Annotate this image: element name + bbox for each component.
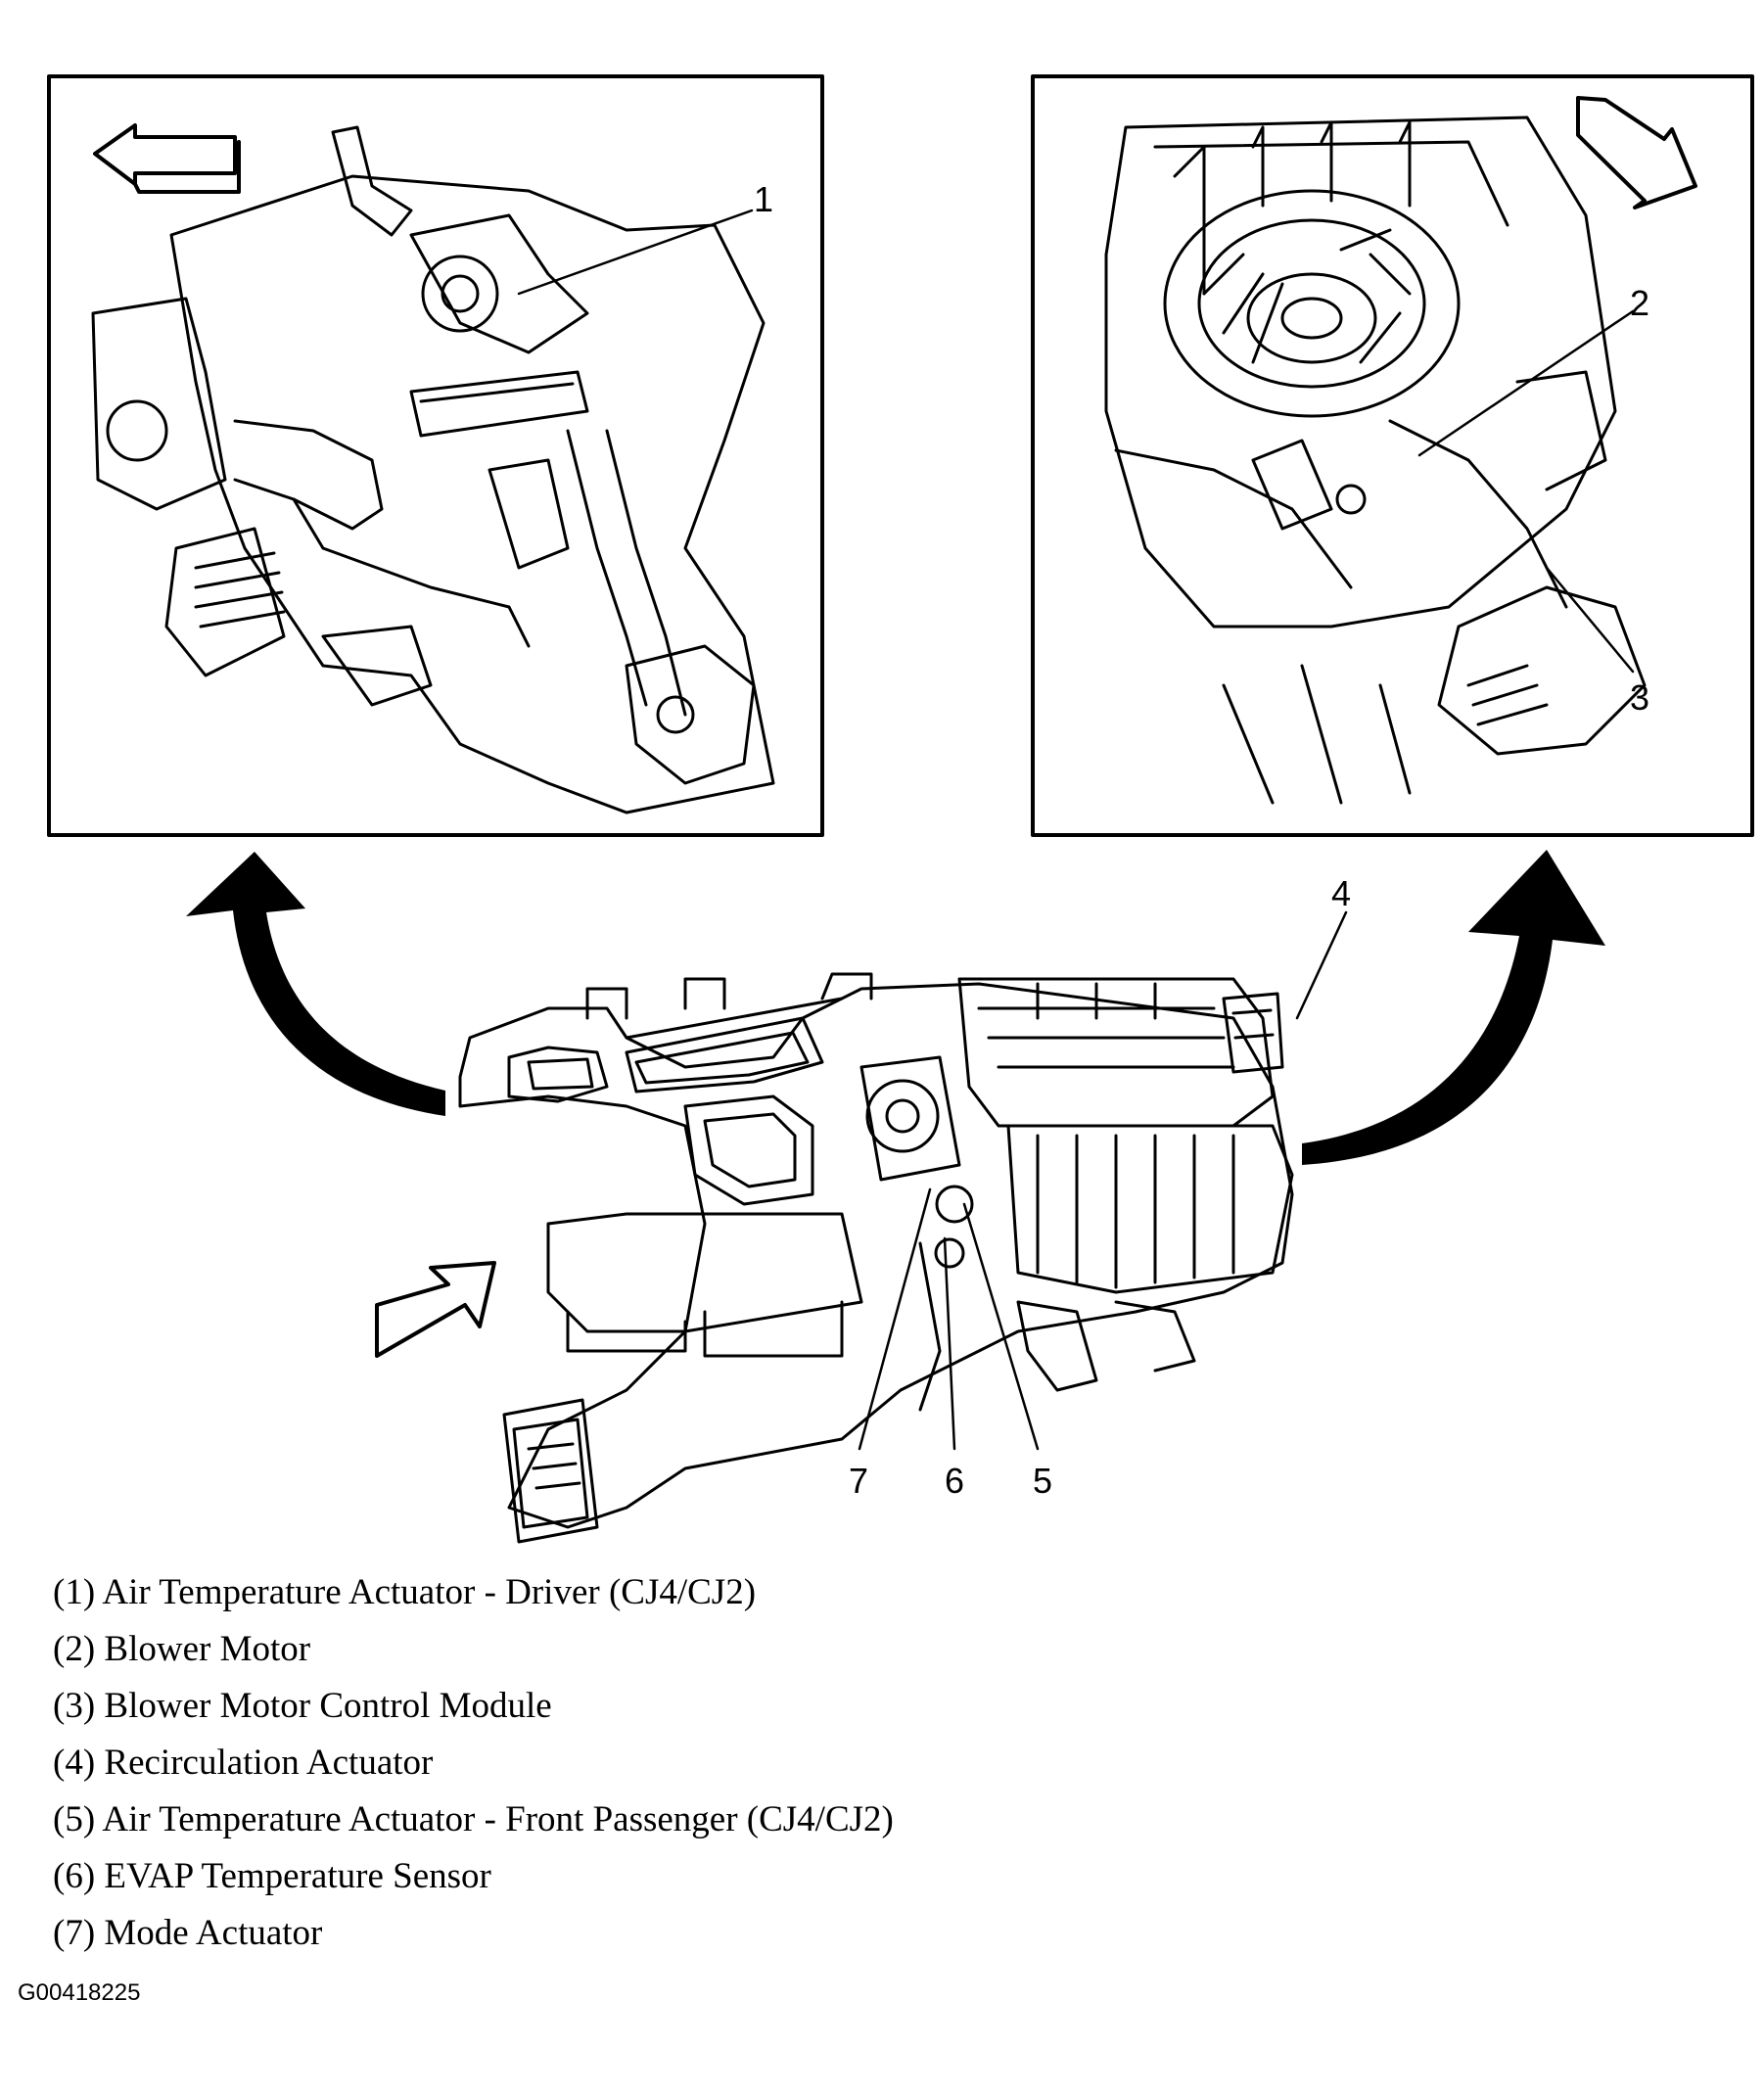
callout-3: 3 <box>1630 677 1649 718</box>
driver-side-inset: 1 <box>47 74 824 837</box>
callout-4: 4 <box>1331 873 1351 913</box>
left-curved-arrow-icon <box>186 852 445 1116</box>
legend-item-blower-motor-control-module: (3) Blower Motor Control Module <box>53 1686 552 1726</box>
direction-arrow-icon <box>93 123 237 186</box>
legend-item-blower-motor: (2) Blower Motor <box>53 1629 311 1669</box>
legend-item-recirculation-actuator: (4) Recirculation Actuator <box>53 1743 434 1783</box>
legend-item-evap-temperature-sensor: (6) EVAP Temperature Sensor <box>53 1856 491 1896</box>
legend-item-air-temperature-actuator-driver: (1) Air Temperature Actuator - Driver (C… <box>53 1572 757 1612</box>
hvac-module-main <box>375 972 1294 1544</box>
figure-id: G00418225 <box>18 1979 141 2006</box>
callout-2: 2 <box>1630 283 1649 323</box>
callout-5: 5 <box>1033 1461 1052 1501</box>
right-curved-arrow-icon <box>1302 850 1605 1165</box>
legend-item-mode-actuator: (7) Mode Actuator <box>53 1913 323 1953</box>
air-inlet-arrow-icon <box>375 1261 496 1358</box>
callout-7: 7 <box>849 1461 868 1501</box>
callout-6: 6 <box>945 1461 964 1501</box>
blower-motor-inset: 2 3 <box>1031 74 1754 837</box>
double-arrow-icon <box>1576 96 1697 209</box>
callout-1: 1 <box>754 179 773 219</box>
legend-item-air-temperature-actuator-passenger: (5) Air Temperature Actuator - Front Pas… <box>53 1799 894 1839</box>
